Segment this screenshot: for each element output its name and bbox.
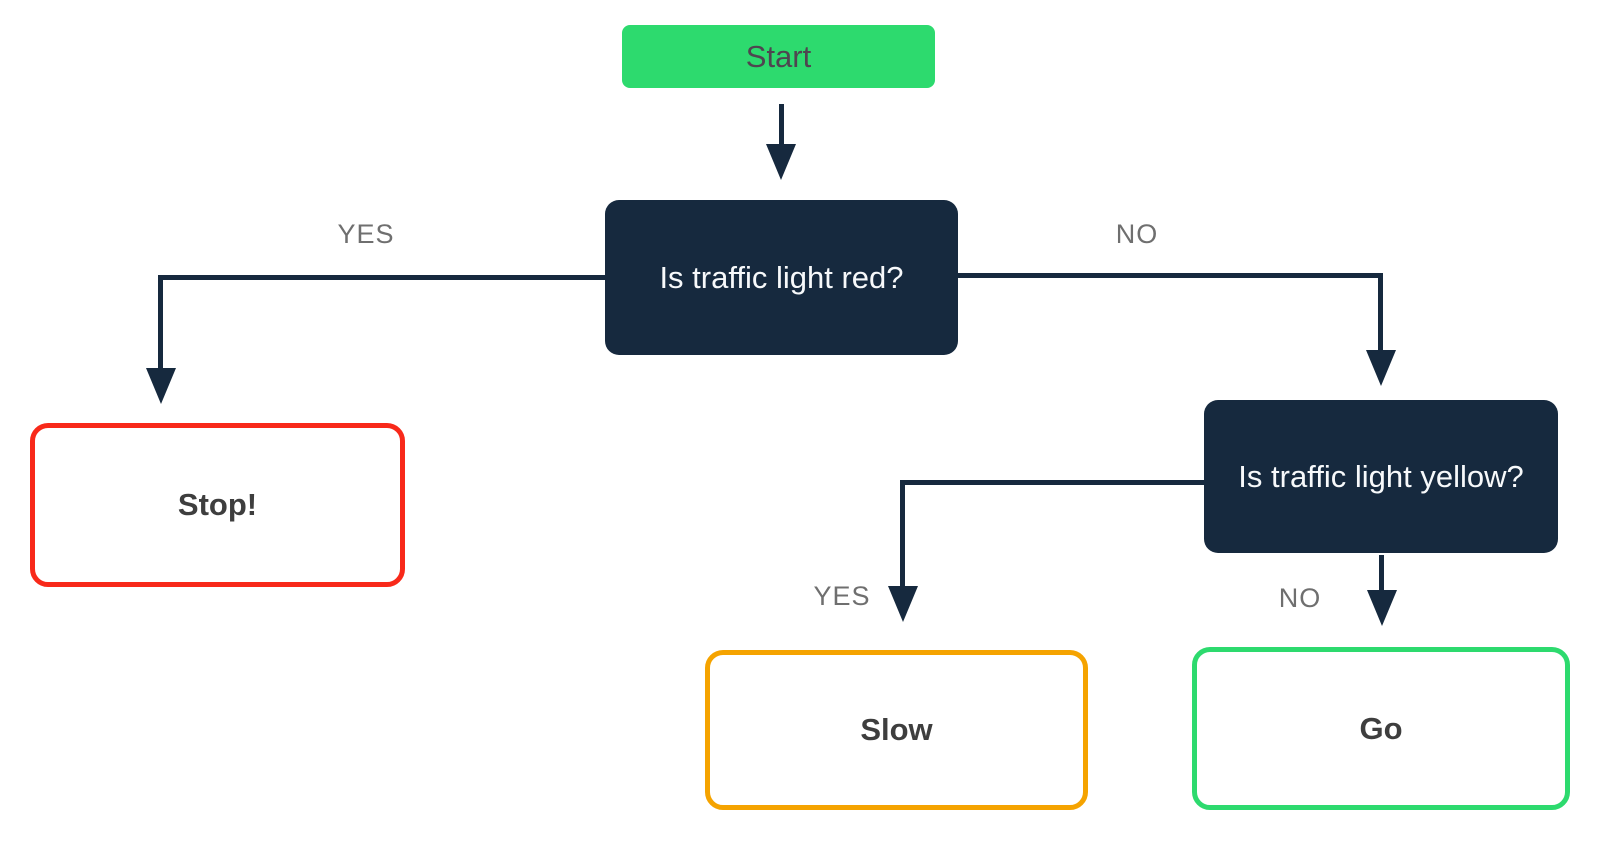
node-red-question: Is traffic light red?	[605, 200, 958, 355]
node-slow-label: Slow	[860, 712, 933, 747]
node-yellow-question: Is traffic light yellow?	[1204, 400, 1558, 553]
edge-red-yes-arrowhead-icon	[146, 368, 176, 404]
edge-start-to-red-line	[779, 104, 784, 146]
node-go-label: Go	[1359, 710, 1403, 746]
edge-yellow-yes-label: YES	[813, 581, 871, 611]
node-stop-label: Stop!	[177, 487, 258, 522]
node-slow: Slow	[705, 650, 1088, 810]
node-stop: Stop!	[30, 423, 405, 587]
edge-red-yes-vline	[158, 275, 163, 370]
node-go: Go	[1192, 647, 1570, 810]
edge-yellow-no-vline	[1379, 555, 1384, 592]
node-red-question-label: Is traffic light red?	[659, 259, 904, 295]
edge-yellow-yes-arrowhead-icon	[888, 586, 918, 622]
edge-yellow-yes-vline	[900, 480, 905, 588]
node-start-label: Start	[745, 38, 812, 74]
edge-yellow-no-arrowhead-icon	[1367, 590, 1397, 626]
edge-red-yes-hline	[158, 275, 605, 280]
edge-red-no-vline	[1378, 273, 1383, 352]
edge-red-yes-label: YES	[337, 219, 395, 249]
edge-red-no-label: NO	[1115, 219, 1159, 249]
edge-yellow-yes-hline	[900, 480, 1204, 485]
node-start: Start	[622, 25, 935, 88]
edge-yellow-no-label: NO	[1278, 583, 1322, 613]
edge-start-to-red-arrowhead-icon	[766, 144, 796, 180]
node-yellow-question-label: Is traffic light yellow?	[1238, 458, 1524, 494]
edge-red-no-hline	[958, 273, 1383, 278]
edge-red-no-arrowhead-icon	[1366, 350, 1396, 386]
